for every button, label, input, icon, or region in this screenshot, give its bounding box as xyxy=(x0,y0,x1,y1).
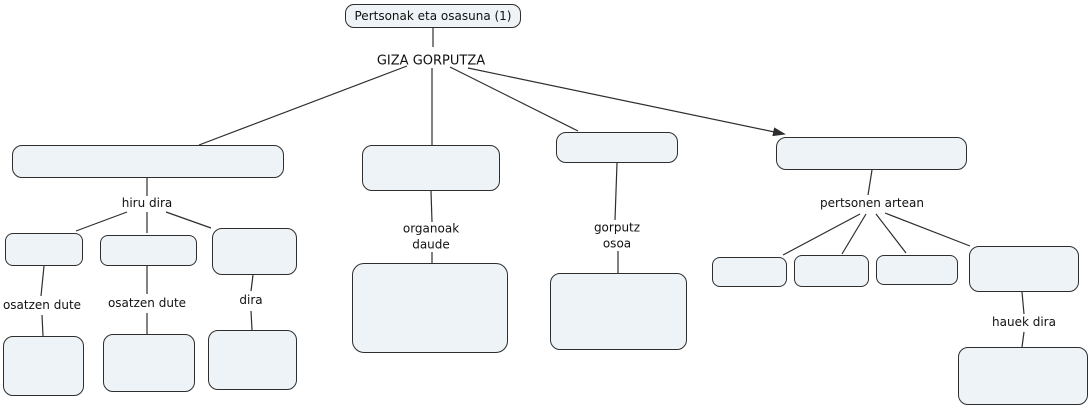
concept-node-gorputz-top[interactable] xyxy=(556,132,678,163)
connector-line xyxy=(449,66,579,132)
connector-line xyxy=(75,211,128,232)
connector-line-arrow xyxy=(467,67,786,137)
connector-line xyxy=(782,213,861,256)
concept-node-left-child-1[interactable] xyxy=(5,233,83,266)
connector-line xyxy=(198,65,408,146)
concept-node-right-child-1[interactable] xyxy=(712,257,787,287)
connector-line xyxy=(841,213,867,255)
concept-node-mid-leaf[interactable] xyxy=(352,263,508,353)
connector-line xyxy=(867,169,873,196)
concept-node-right-leaf[interactable] xyxy=(958,347,1088,405)
linking-phrase-osatzen-dute-2: osatzen dute xyxy=(107,296,187,311)
connector-line xyxy=(250,310,253,331)
concept-node-right-child-4[interactable] xyxy=(969,246,1079,292)
linking-phrase-hauek-dira: hauek dira xyxy=(992,315,1056,330)
concept-node-left-leaf-3[interactable] xyxy=(208,330,297,390)
connector-line xyxy=(884,212,971,247)
linking-phrase-osatzen-dute-1: osatzen dute xyxy=(2,298,82,313)
concept-node-left-child-3[interactable] xyxy=(212,228,297,275)
connector-line xyxy=(875,213,907,254)
linking-phrase-dira: dira xyxy=(239,293,263,308)
concept-node-left-leaf-1[interactable] xyxy=(3,336,84,396)
connector-line xyxy=(41,314,44,337)
connector-line xyxy=(165,211,212,229)
linking-phrase-pertsonen-artean: pertsonen artean xyxy=(820,196,924,211)
concept-node-left-child-2[interactable] xyxy=(100,235,197,266)
concept-node-mid-top[interactable] xyxy=(362,145,500,191)
connector-line xyxy=(1021,291,1025,315)
connector-line xyxy=(430,190,433,223)
concept-node-right-head[interactable] xyxy=(776,137,967,170)
concept-node-title[interactable]: Pertsonak eta osasuna (1) xyxy=(345,4,521,28)
connector-line xyxy=(40,265,45,297)
linking-phrase-organoak-daude: organoak daude xyxy=(402,221,460,251)
connector-line xyxy=(1021,331,1025,348)
root-concept-label: GIZA GORPUTZA xyxy=(376,53,486,69)
concept-node-right-child-2[interactable] xyxy=(794,255,869,287)
concept-node-left-wide[interactable] xyxy=(12,145,284,178)
connector-line xyxy=(250,274,254,292)
concept-node-gorputz-leaf[interactable] xyxy=(550,273,687,350)
concept-node-right-child-3[interactable] xyxy=(876,255,958,285)
connector-line xyxy=(614,162,618,221)
linking-phrase-gorputz-osoa: gorputz osoa xyxy=(593,220,641,250)
linking-phrase-hiru-dira: hiru dira xyxy=(121,196,173,211)
concept-node-left-leaf-2[interactable] xyxy=(103,334,195,392)
